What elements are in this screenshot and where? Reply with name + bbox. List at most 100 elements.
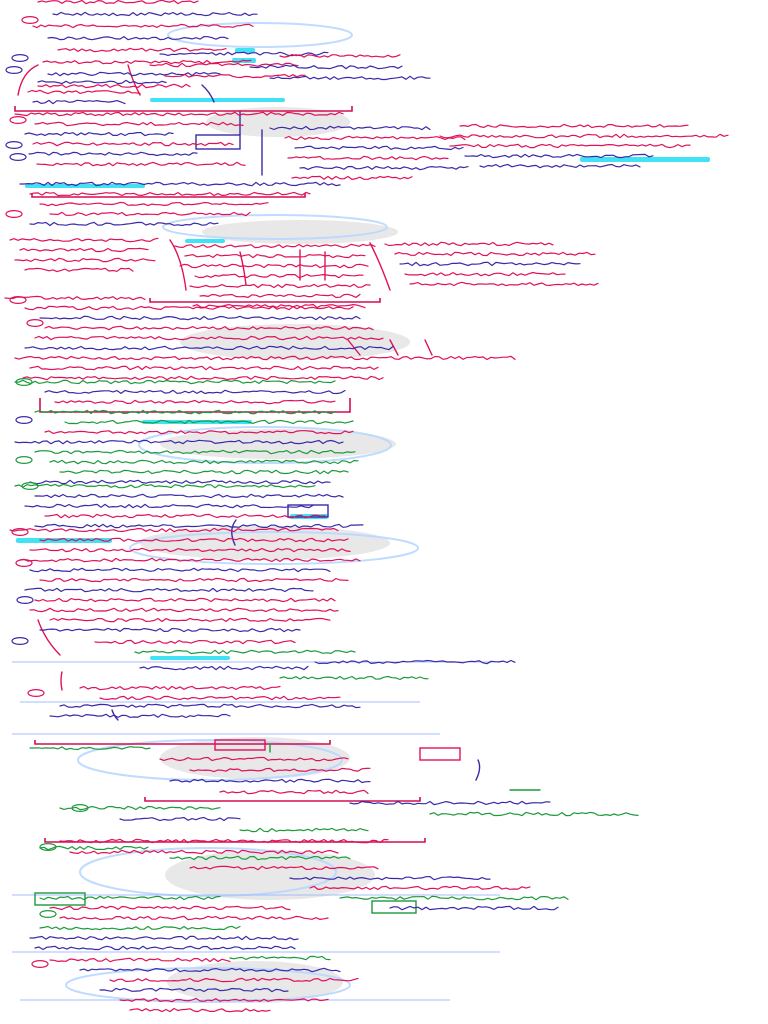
scribble-line [287, 155, 449, 161]
scribble-line [399, 261, 581, 267]
scribble-line [99, 695, 341, 701]
scribble-line [219, 789, 369, 795]
circled-mark [39, 842, 57, 851]
scribble-line [284, 135, 466, 141]
scribble-line [119, 997, 329, 1003]
scribble-line [34, 449, 356, 455]
scribble-line [99, 987, 289, 993]
scribble-line [459, 123, 689, 129]
scribble-line [34, 121, 244, 127]
scribble-line [464, 153, 654, 159]
scribble-line [34, 409, 336, 415]
scribble-line [4, 295, 146, 301]
scribble-line [134, 649, 356, 655]
scribble-line [9, 527, 339, 533]
background-blobs [140, 107, 410, 1003]
scribble-line [34, 493, 344, 499]
scribble-line [49, 957, 231, 963]
scribble-line [14, 257, 156, 263]
scribble-line [309, 885, 531, 891]
scribble-line [199, 293, 361, 299]
scribble-line [404, 271, 566, 277]
scribble-line [279, 54, 401, 58]
scribble-line [34, 597, 336, 603]
scribble-line [14, 355, 516, 361]
scribble-line [24, 267, 134, 273]
circled-mark [11, 636, 29, 645]
scribble-line [22, 375, 384, 381]
scribble-line [19, 557, 361, 563]
scribble-line [394, 251, 596, 257]
scribble-line [39, 315, 361, 321]
scribble-line [54, 399, 336, 405]
circled-mark [15, 558, 33, 567]
scribble-line [279, 675, 429, 681]
scribble-line [24, 587, 314, 593]
scribble-line [109, 977, 359, 983]
scribble-line [19, 181, 341, 187]
scribble-line [29, 935, 299, 941]
scribble-line [79, 685, 281, 691]
scribble-line [44, 325, 374, 331]
scribble-line [37, 79, 167, 85]
scribble-line [44, 389, 346, 395]
scribble-line [59, 703, 361, 709]
scribble-line [229, 955, 331, 961]
scribble-line [59, 915, 329, 921]
scribble-line [14, 439, 344, 445]
scribble-line [24, 345, 394, 351]
scribble-line [194, 273, 364, 279]
scribble-line [52, 11, 258, 17]
scribble-line [49, 211, 251, 217]
scribble-line [57, 47, 227, 53]
scribble-line [39, 201, 269, 207]
scribble-line [69, 849, 339, 855]
scribble-line [169, 778, 371, 784]
scribble-line [29, 221, 219, 227]
scribble-line [39, 845, 149, 851]
scribble-line [174, 243, 376, 249]
scribble-line [49, 617, 331, 623]
scribble-line [32, 141, 234, 147]
scribble-line [44, 513, 326, 519]
circled-mark [11, 527, 29, 536]
scribble-line [169, 855, 351, 861]
scribble-line [37, 0, 199, 5]
scribble-line [129, 1007, 271, 1013]
circled-mark [5, 65, 23, 74]
scribble-line [24, 503, 314, 509]
scribble-line [29, 479, 331, 485]
scribble-line [299, 165, 469, 171]
scribble-line [29, 567, 331, 573]
circled-mark [16, 595, 34, 604]
scribble-line [409, 281, 599, 287]
scribble-line [47, 71, 221, 77]
scribble-line [249, 64, 403, 70]
scribble-line [32, 23, 254, 29]
scribble-line [39, 627, 301, 633]
scribble-line [189, 283, 371, 289]
scribble-line [24, 131, 174, 137]
circled-mark [39, 909, 57, 918]
circled-mark [31, 959, 49, 968]
scribble-line [164, 73, 306, 79]
scribble-line [14, 111, 344, 117]
scribble-line [159, 756, 349, 762]
scribble-line [139, 665, 309, 671]
scribble-line [49, 713, 231, 719]
scribble-line [314, 659, 516, 665]
scribble-line [27, 89, 141, 95]
scribble-line [189, 767, 371, 773]
scribble-line [14, 379, 336, 385]
scribble-line [34, 523, 364, 529]
scribble-line [119, 816, 241, 822]
scribble-line [19, 247, 149, 253]
scribble-line [289, 876, 491, 881]
scribble-line [294, 145, 464, 151]
scribble-line [59, 838, 389, 844]
circled-mark [5, 210, 23, 219]
scribble-line [184, 253, 366, 259]
scribble-line [449, 143, 691, 149]
